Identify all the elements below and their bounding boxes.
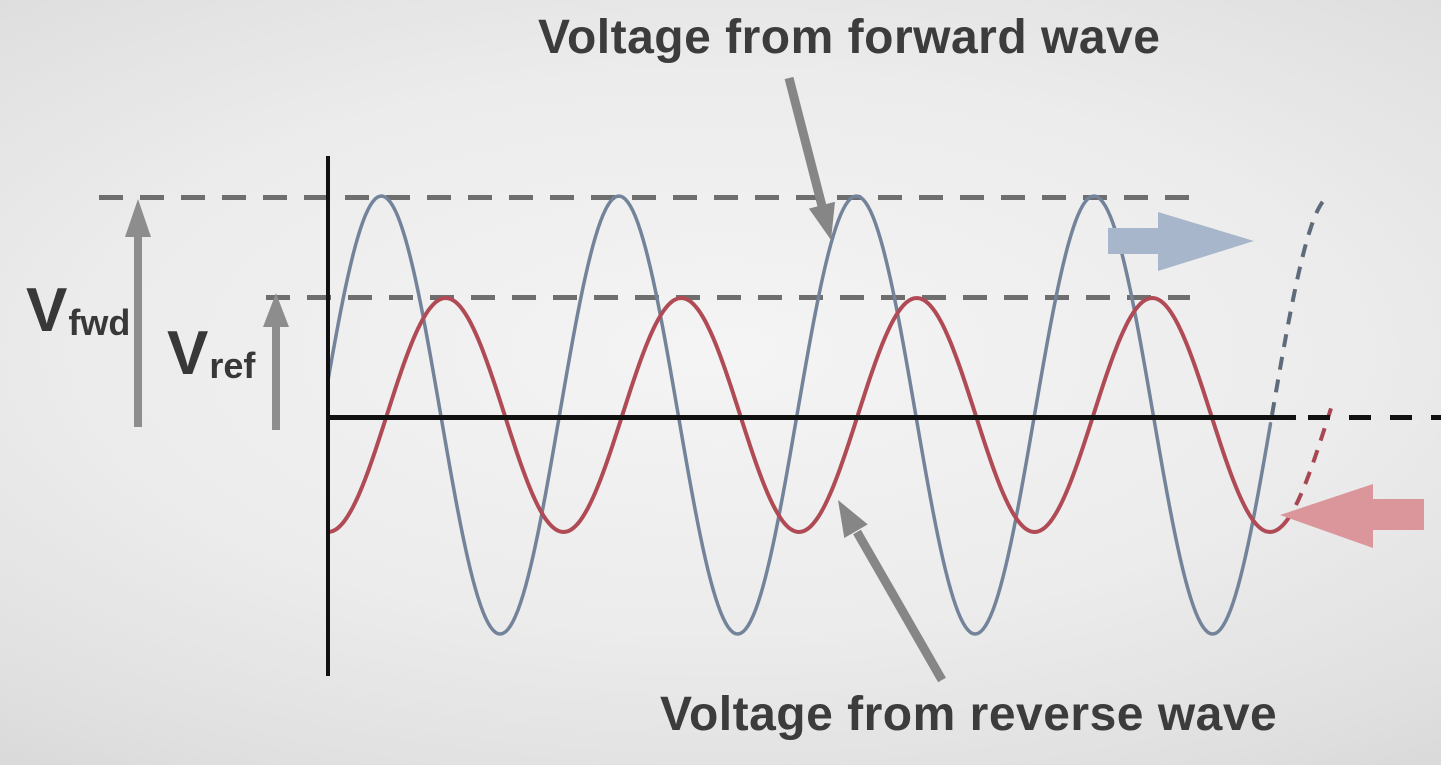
vref-arrow-head-icon [263,293,289,327]
forward-caption-arrow [784,76,835,240]
vref-label-main: V [167,319,209,388]
vref-label-subscript: ref [209,345,256,386]
forward-caption-arrow-head-icon [808,201,835,240]
forward-caption-arrow-shaft [784,76,827,208]
forward-wave-curve [326,194,1273,636]
vfwd-arrow-head-icon [125,199,151,237]
vref-label: V ref [167,323,255,385]
caption-forward-wave: Voltage from forward wave [538,11,1161,64]
reverse-wave-curve [326,295,1293,535]
vref-arrow-shaft [272,324,280,430]
forward-direction-arrow-icon [1108,212,1254,271]
vfwd-label-main: V [26,276,68,345]
reverse-caption-arrow [838,500,946,683]
vref-measure-arrow [263,293,289,430]
reverse-caption-arrow-head-icon [838,500,868,538]
vfwd-arrow-shaft [134,233,142,427]
reverse-wave-dashed-continuation [1294,407,1333,506]
vfwd-label-subscript: fwd [68,302,131,343]
reverse-direction-arrow-icon [1280,484,1424,548]
forward-wave-dashed-continuation [1270,198,1327,416]
vfwd-measure-arrow [125,199,151,427]
caption-reverse-wave: Voltage from reverse wave [660,688,1278,741]
vfwd-label: V fwd [26,280,130,342]
reverse-caption-arrow-shaft [853,529,946,683]
